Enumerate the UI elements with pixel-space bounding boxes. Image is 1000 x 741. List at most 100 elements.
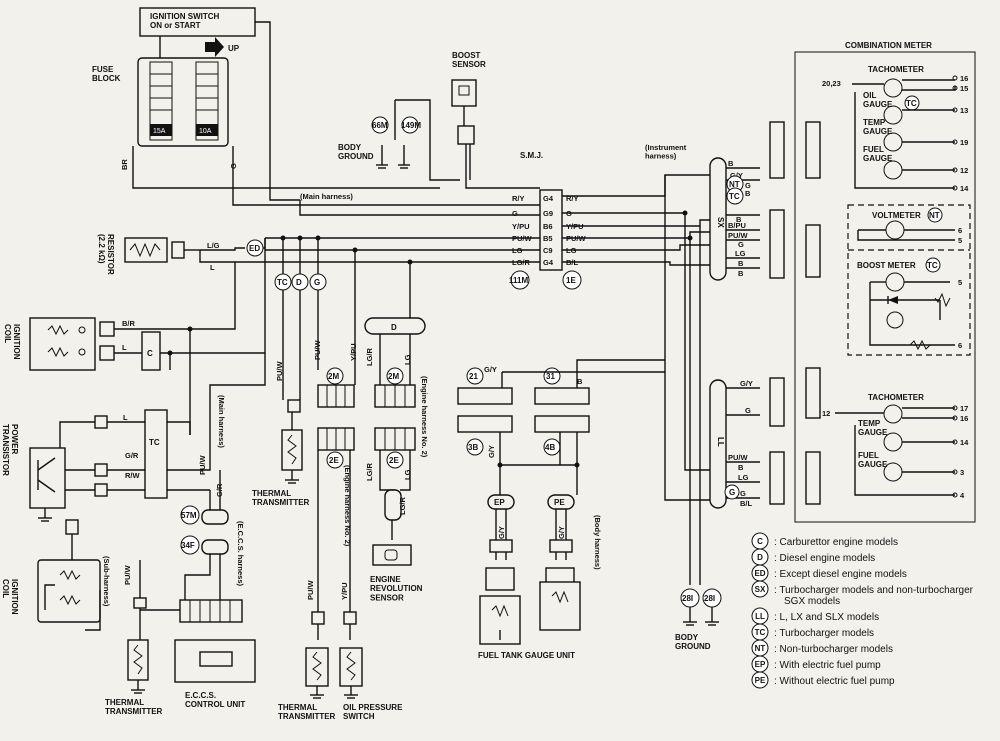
svg-text:G: G: [745, 406, 751, 415]
terminal-number: 14: [960, 438, 969, 447]
tachometer-bottom-label: TACHOMETER: [868, 393, 924, 402]
legend-text: : Except diesel engine models: [774, 569, 907, 580]
terminal-dot: [952, 167, 958, 173]
wire-lg-r-b: LG/R: [365, 463, 374, 481]
fuse-2-rating: 10A: [199, 128, 212, 135]
boost-terminal-2: 6: [958, 341, 962, 350]
eccs-harness: G/R PU/W 57M 34F (E.C.C.S. harness): [140, 454, 245, 623]
legend-symbol-text: PE: [755, 676, 766, 685]
sx-wire-labels: BG/Y GB BB/PU PU/WG LGB B: [728, 159, 751, 278]
engine-harness-2b-label: (Engine harness No. 2): [420, 376, 429, 458]
d-label: D: [391, 323, 397, 332]
svg-text:PU/W: PU/W: [728, 453, 749, 462]
engine-harness-b: D LG/R LG 2M 2E (Engine harness No. 2) L…: [364, 262, 429, 540]
terminal-number: 3: [960, 468, 964, 477]
svg-text:G: G: [740, 489, 746, 498]
sub-harness-label: (Sub-harness): [102, 556, 111, 607]
ll-harness-bar: LL: [709, 379, 727, 509]
svg-text:TC: TC: [906, 99, 917, 108]
smj-pin: G4: [543, 258, 554, 267]
svg-text:ED: ED: [249, 244, 260, 253]
svg-text:TC: TC: [927, 261, 938, 270]
wire-lg: L/G: [207, 241, 220, 250]
pe-label: PE: [554, 498, 565, 507]
voltmeter: VOLTMETER NT 6 5: [857, 207, 962, 245]
tach-bottom-in: 12: [822, 409, 830, 418]
tc-label-pt: TC: [149, 438, 160, 447]
smj-pin: B6: [543, 222, 553, 231]
wire-g-y-fuel2: G/Y: [487, 445, 496, 458]
wire-pu-w-sub: PU/W: [123, 564, 132, 585]
svg-text:D: D: [296, 278, 302, 287]
conn-4b: 4B: [545, 443, 555, 452]
engine-harness-2a-label: (Engine harness No. 2): [343, 465, 352, 547]
svg-text:B/L: B/L: [740, 499, 753, 508]
combination-meter-label: COMBINATION METER: [845, 41, 932, 50]
conn-1e: 1E: [566, 276, 576, 285]
svg-text:LG: LG: [738, 473, 749, 482]
ignition-coil-bottom: IGNITIONCOIL: [1, 534, 101, 631]
conn-2m-a: 2M: [328, 372, 339, 381]
conn-66m: 66M: [372, 121, 388, 130]
fuse-1-rating: 15A: [153, 128, 166, 135]
resistor-label: RESISTOR(2.2 kΩ): [97, 234, 115, 275]
wire-g-y-ep: G/Y: [497, 526, 506, 539]
wire-pu-w-2: PU/W: [198, 454, 207, 475]
legend-symbol-text: D: [757, 553, 763, 562]
legend-text: : L, LX and SLX models: [774, 612, 879, 623]
fuel-connectors: 21 3B 31 4B G/Y B G/Y: [457, 359, 665, 495]
terminal-dot: [952, 75, 958, 81]
wire-lg-r-c: LG/R: [398, 497, 407, 515]
svg-text:B: B: [736, 215, 742, 224]
ll-wire-labels: G/YG PU/WB LGG B/L: [728, 379, 753, 508]
terminal-number: 13: [960, 106, 968, 115]
legend-text: : Turbocharger models and non-turbocharg…: [774, 585, 974, 607]
conn-149m: 149M: [401, 121, 421, 130]
conn-34f: 34F: [181, 541, 195, 550]
ll-label: LL: [716, 437, 725, 447]
terminal-dot: [952, 85, 958, 91]
ignition-coil-top-label: IGNITIONCOIL: [3, 324, 21, 360]
terminal-number: 14: [960, 184, 969, 193]
up-label: UP: [228, 44, 240, 53]
wire-g-r-2: G/R: [215, 483, 224, 497]
terminal-number: 15: [960, 84, 968, 93]
legend-text: : Non-turbocharger models: [774, 644, 893, 655]
wire-lg-r: LG/R: [365, 348, 374, 366]
terminal-dot: [952, 492, 958, 498]
legend-symbol-text: C: [757, 537, 763, 546]
smj-right-wire: R/Y: [566, 194, 579, 203]
c-label: C: [147, 349, 153, 358]
voltmeter-label: VOLTMETER: [872, 211, 921, 220]
smj-pin: C9: [543, 246, 553, 255]
conn-111m: 111M: [509, 276, 528, 285]
smj-left-wire: Y/PU: [512, 222, 530, 231]
fuel-ep-pe: EP PE (Body harness) G/Y G/Y FUEL TANK G…: [478, 494, 602, 660]
legend-symbol-text: EP: [755, 660, 766, 669]
terminal-number: 12: [960, 166, 968, 175]
svg-text:B: B: [738, 269, 744, 278]
svg-text:PU/W: PU/W: [728, 231, 749, 240]
svg-text:B: B: [728, 159, 734, 168]
wire-l: L: [210, 263, 215, 272]
wire-pu-w-b: PU/W: [313, 339, 322, 360]
smj-pin: B5: [543, 234, 553, 243]
svg-text:B: B: [738, 463, 744, 472]
ignition-coil-top: IGNITIONCOIL B/R L C: [3, 238, 266, 435]
